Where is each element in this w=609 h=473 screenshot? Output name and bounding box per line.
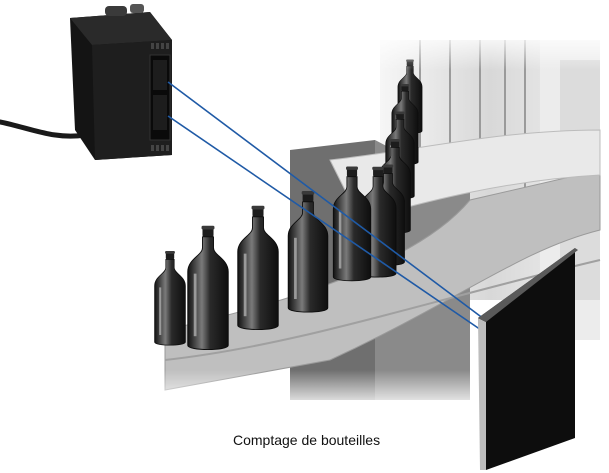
sensor-cable <box>0 119 88 139</box>
reflector-plate-icon <box>478 248 578 470</box>
caption: Comptage de bouteilles <box>233 432 381 448</box>
light-beams <box>167 81 489 333</box>
photoelectric-sensor-icon <box>70 4 172 160</box>
